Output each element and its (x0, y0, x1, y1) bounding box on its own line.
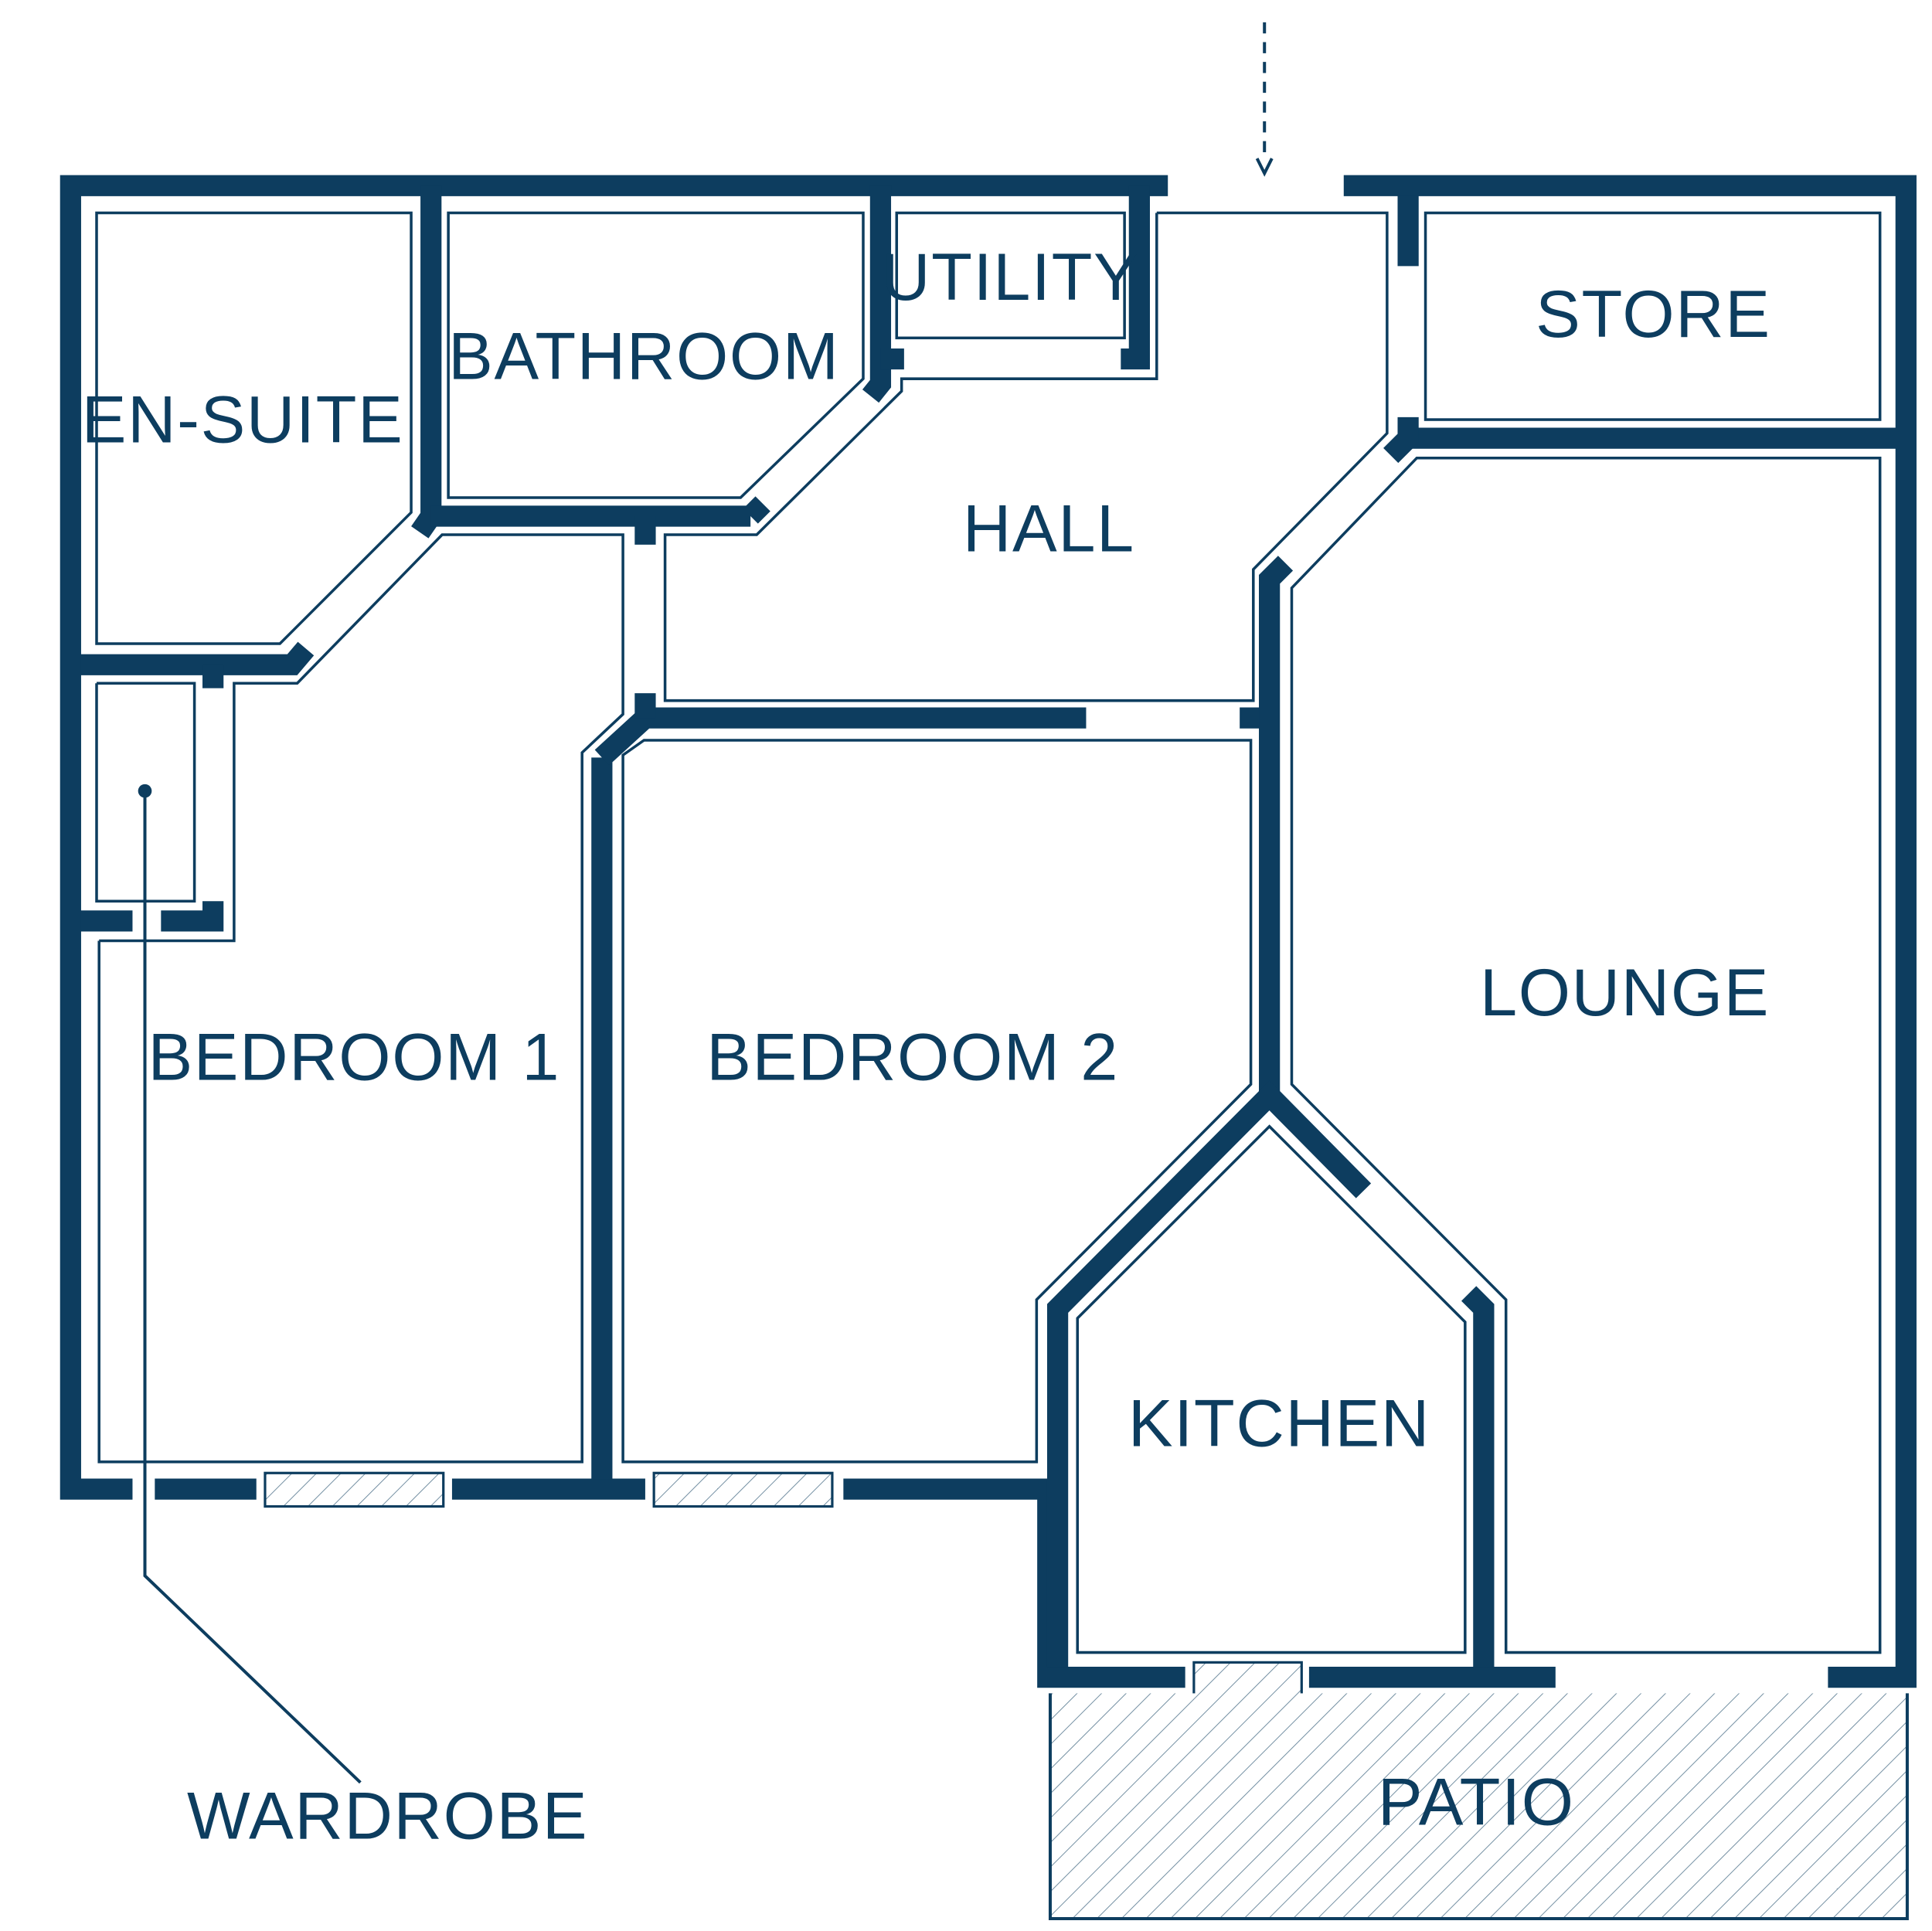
room-label-bathroom: BATHROOM (448, 320, 839, 394)
window-bedroom-2 (652, 1471, 834, 1508)
room-label-en-suite: EN-SUITE (82, 382, 404, 457)
room-label-bedroom-2: BEDROOM 2 (706, 1020, 1119, 1094)
room-outlines (95, 211, 1882, 1654)
room-label-patio: PATIO (1378, 1766, 1575, 1840)
entrance-arrow-icon (1255, 22, 1274, 177)
callout-label-wardrobe: WARDROBE (187, 1779, 588, 1853)
room-label-hall: HALL (963, 491, 1135, 566)
patio-area (1048, 1693, 1909, 1920)
interior-walls (80, 185, 1896, 1668)
room-label-lounge: LOUNGE (1480, 956, 1770, 1030)
windows (264, 1471, 1303, 1698)
room-label-utility: UTILITY (882, 240, 1139, 314)
window-kitchen (1192, 1661, 1303, 1698)
wardrobe-callout-line (138, 784, 362, 1784)
room-label-bedroom-1: BEDROOM 1 (148, 1020, 560, 1094)
room-label-store: STORE (1536, 277, 1771, 352)
room-label-kitchen: KITCHEN (1128, 1386, 1430, 1460)
outer-walls (60, 175, 1917, 1688)
window-bedroom-1 (264, 1471, 445, 1508)
